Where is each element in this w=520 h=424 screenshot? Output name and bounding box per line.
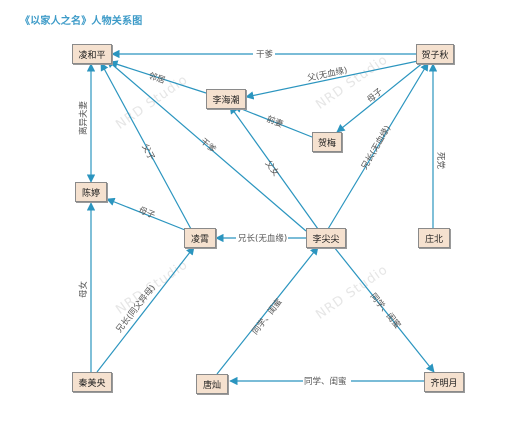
edge-lijj-qi [333,246,435,373]
edge-lingx-chen [106,197,186,231]
node-chen-ting[interactable]: 陈婷 [75,182,107,202]
edge-lijj-lihai [229,105,319,230]
edge-lijj-ling [106,59,307,232]
edge-hezi-hemei [336,61,425,133]
edge-label: 兄长(无血缘) [238,233,287,244]
edge-lijj-hezi [327,62,429,230]
edge-lihai-ling [109,60,207,94]
edge-label: 同学、闺蜜 [304,376,347,387]
node-tang-can[interactable]: 唐灿 [196,374,228,394]
edge-lingx-ling [100,62,192,230]
node-ling-heping[interactable]: 凌和平 [72,44,112,64]
edge-label: 同学、闺蜜 [250,297,285,337]
edge-label: 母子 [137,206,157,222]
node-he-mei[interactable]: 贺梅 [312,132,342,152]
diagram-title: 《以家人之名》人物关系图 [20,16,143,27]
edge-label: 父女 [263,158,282,179]
edge-label: 同学、闺蜜 [368,291,403,331]
node-zhuang-bei[interactable]: 庄北 [418,228,450,248]
edge-label: 邻居 [147,70,167,86]
node-qin-meiyang[interactable]: 秦美央 [72,372,112,392]
edge-label: 兄长(无血缘) [359,123,393,171]
node-ling-xiao[interactable]: 凌霄 [184,228,216,248]
edge-label: 母女 [78,280,89,298]
edge-label: 父(无血缘) [306,65,348,84]
edge-hemei-lihai [233,104,313,138]
node-he-ziqiu[interactable]: 贺子秋 [416,44,454,64]
edge-label: 离异夫妻 [78,100,89,135]
edge-label: 兄长(同父异母) [114,283,158,335]
edge-label: 前妻 [265,114,285,131]
edge-hezi-lihai [245,60,419,100]
edge-label: 死党 [435,152,446,170]
node-qi-mingyue[interactable]: 齐明月 [424,372,464,392]
edge-label: 干爹 [256,49,274,60]
edge-label: 母子 [366,86,386,105]
node-li-jianjian[interactable]: 李尖尖 [306,228,346,248]
node-li-haichao[interactable]: 李海潮 [206,89,246,109]
edge-qin-lingx [96,246,195,373]
edge-lijj-tang [216,246,319,375]
